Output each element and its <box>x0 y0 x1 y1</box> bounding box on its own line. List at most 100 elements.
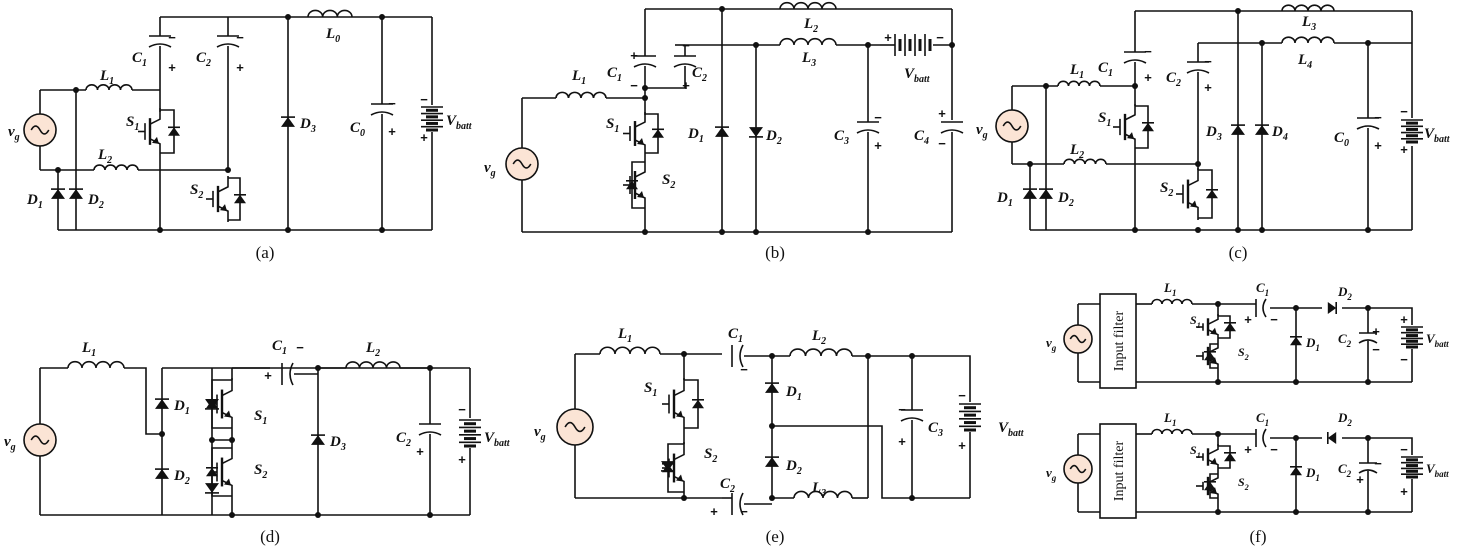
label-symbol: C <box>1256 410 1265 425</box>
igbt-arrow <box>224 478 231 486</box>
label-subscript: 1 <box>738 334 743 345</box>
junction-dot <box>1235 8 1241 14</box>
input-filter-label: Input filter <box>1112 311 1127 372</box>
label-subscript: 1 <box>1079 70 1084 81</box>
label-symbol: L <box>811 328 821 344</box>
label-symbol: S <box>254 408 262 424</box>
wire <box>221 378 233 397</box>
diode-symbol <box>692 399 704 409</box>
component-label: C1 <box>607 65 622 84</box>
junction-dot <box>1259 227 1265 233</box>
inductor-coil <box>1151 428 1193 435</box>
label-subscript: 1 <box>1315 343 1320 353</box>
plus-sign: + <box>1400 484 1408 499</box>
label-symbol: L <box>81 340 91 356</box>
minus-sign: − <box>1372 342 1380 357</box>
label-symbol: S <box>1238 475 1245 489</box>
component-label: C1 <box>1256 280 1269 298</box>
label-symbol: C <box>272 338 283 354</box>
sine-wave-icon <box>30 435 50 445</box>
plus-sign: + <box>388 124 396 139</box>
diode-symbol <box>765 457 779 467</box>
label-subscript: 2 <box>1346 292 1352 302</box>
label-symbol: L <box>1163 280 1172 295</box>
component-label: D2 <box>173 468 190 487</box>
label-subscript: 2 <box>261 470 267 481</box>
label-symbol: S <box>1190 313 1197 327</box>
minus-sign: − <box>296 340 304 355</box>
wire <box>673 378 685 397</box>
minus-sign: − <box>168 30 176 45</box>
component-label: S1 <box>1190 313 1201 330</box>
component-label: D1 <box>996 190 1013 209</box>
wire <box>772 425 970 499</box>
component-label: C0 <box>1334 130 1349 149</box>
label-subscript: 1 <box>1172 288 1177 298</box>
wire <box>1124 104 1136 121</box>
label-symbol: v <box>484 160 491 176</box>
capacitor-plate-curved <box>673 63 697 68</box>
capacitor-plate-curved <box>1262 428 1267 448</box>
minus-sign: − <box>1400 442 1408 457</box>
label-subscript: 2 <box>1346 339 1352 349</box>
sine-wave-icon <box>564 421 586 433</box>
label-subscript: 1 <box>1315 473 1320 483</box>
capacitor-plate-curved <box>739 492 744 516</box>
capacitor-plate-curved <box>1358 469 1378 474</box>
plus-sign: + <box>168 60 176 75</box>
wire <box>673 442 685 461</box>
label-symbol: C <box>132 50 143 66</box>
wire <box>124 367 162 435</box>
subfigure-caption: (f) <box>1250 527 1267 546</box>
component-label: Vbatt <box>484 430 511 449</box>
label-symbol: C <box>350 120 361 136</box>
minus-sign: − <box>1270 442 1278 457</box>
inductor-coil <box>345 361 401 369</box>
component-label: Vbatt <box>1424 126 1451 145</box>
junction-dot <box>1195 161 1201 167</box>
component-label: D1 <box>785 384 802 403</box>
component-label: D4 <box>1271 124 1288 143</box>
diode-symbol <box>765 383 779 393</box>
label-symbol: v <box>1046 335 1052 350</box>
inductor-coil <box>1151 298 1193 305</box>
junction-dot <box>427 512 433 518</box>
junction-dot <box>769 495 775 501</box>
component-label: D1 <box>173 398 190 417</box>
label-symbol: C <box>720 476 731 492</box>
component-label: S2 <box>1238 475 1249 492</box>
diode-symbol <box>234 194 246 204</box>
label-symbol: D <box>1337 410 1348 425</box>
capacitor-plate-curved <box>1123 59 1147 64</box>
capacitor-plate-curved <box>148 43 172 48</box>
junction-dot <box>159 431 165 437</box>
component-label: S1 <box>606 116 619 135</box>
label-subscript: 3 <box>937 428 943 439</box>
wire <box>634 192 646 210</box>
inductor-coil <box>1063 158 1107 165</box>
component-label: L1 <box>617 326 632 345</box>
label-symbol: V <box>998 420 1010 436</box>
label-subscript: 2 <box>405 438 411 449</box>
label-subscript: 3 <box>310 124 316 135</box>
inductor-coil <box>555 91 607 99</box>
component-label: Vbatt <box>904 66 931 85</box>
plus-sign: + <box>420 130 428 145</box>
junction-dot <box>769 423 775 429</box>
plus-sign: + <box>630 48 638 63</box>
junction-dot <box>1043 83 1049 89</box>
diode-symbol <box>1224 452 1236 462</box>
label-subscript: 1 <box>1108 68 1113 79</box>
label-subscript: 1 <box>109 76 114 87</box>
junction-dot <box>1293 379 1299 385</box>
diode-symbol <box>206 467 218 477</box>
capacitor-plate-curved <box>418 431 442 436</box>
label-subscript: 3 <box>340 442 346 453</box>
component-label: S1 <box>644 380 657 399</box>
label-subscript: g <box>540 432 546 443</box>
diode-symbol <box>1224 322 1236 332</box>
inductor-coil <box>1281 4 1335 12</box>
label-symbol: D <box>687 126 699 142</box>
label-subscript: 2 <box>98 200 104 211</box>
wire <box>634 112 646 128</box>
